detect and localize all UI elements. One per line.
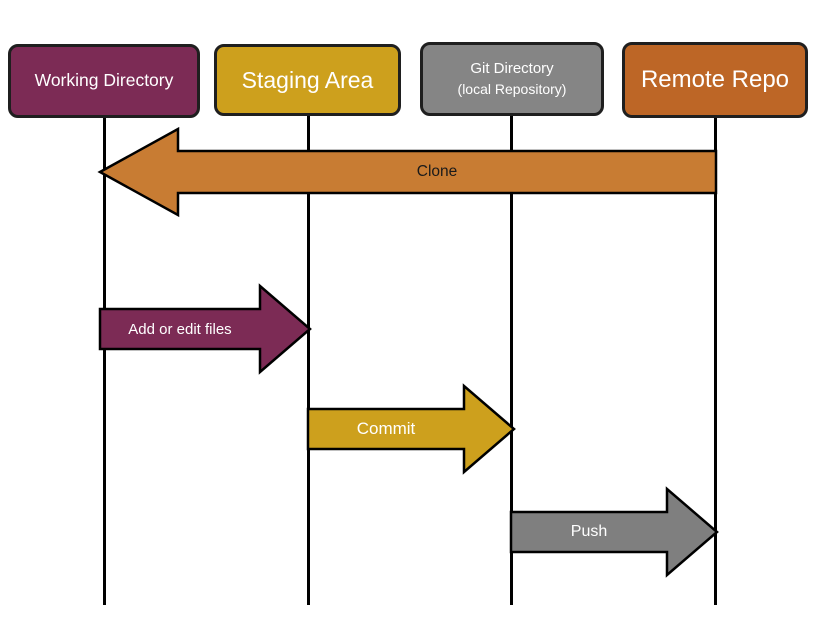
lifeline-staging-area [307, 116, 310, 605]
column-box-working-directory: Working Directory [8, 44, 200, 118]
column-box-staging-area: Staging Area [214, 44, 401, 116]
arrow-commit: Commit [306, 383, 518, 475]
column-label-staging-area: Staging Area [241, 66, 374, 93]
arrow-clone-shape [97, 126, 718, 218]
column-label-git-directory: Git Directory [470, 59, 554, 77]
arrow-commit-shape [306, 383, 516, 475]
column-box-remote-repo: Remote Repo [622, 42, 808, 118]
arrow-add-or-edit-files: Add or edit files [98, 283, 314, 375]
arrow-add-shape [98, 283, 312, 375]
arrow-add-polygon [98, 283, 312, 375]
arrow-clone: Clone [94, 126, 720, 218]
lifeline-remote-repo [714, 118, 717, 605]
column-box-git-directory: Git Directory (local Repository) [420, 42, 604, 116]
arrow-push-shape [509, 486, 719, 578]
lifeline-working-directory [103, 118, 106, 605]
arrow-commit-polygon [306, 383, 516, 475]
arrow-push-polygon [509, 486, 719, 578]
arrow-push: Push [509, 486, 721, 578]
column-label-working-directory: Working Directory [34, 70, 174, 91]
column-label-remote-repo: Remote Repo [640, 66, 790, 93]
lifeline-git-directory [510, 116, 513, 605]
column-sublabel-git-directory: (local Repository) [457, 80, 567, 97]
arrow-clone-polygon [97, 126, 718, 218]
